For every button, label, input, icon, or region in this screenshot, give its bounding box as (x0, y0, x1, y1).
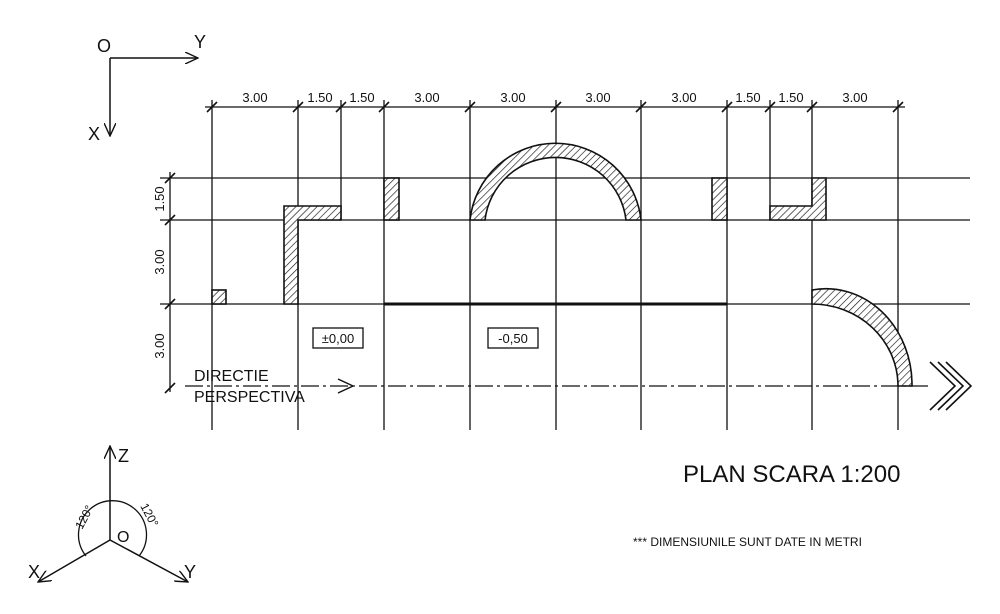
level-marker-b: -0,50 (498, 331, 528, 346)
y3d-axis-label: Y (184, 562, 196, 582)
y-axis-label: Y (194, 32, 206, 52)
dim-h-5: 3.00 (500, 90, 525, 105)
break-symbol-icon (929, 361, 973, 411)
y3d-axis-arrow (109, 539, 188, 582)
level-markers: ±0,00 -0,50 (312, 327, 539, 349)
axes-2d: O Y X (88, 32, 206, 144)
dimension-line-left: 1.50 3.00 3.00 (152, 172, 176, 394)
dim-h-4: 3.00 (414, 90, 439, 105)
wall-elements (211, 142, 913, 387)
x-axis-label: X (88, 124, 100, 144)
angle-arc (77, 500, 148, 557)
plan-title: PLAN SCARA 1:200 (683, 461, 900, 488)
dim-h-2: 1.50 (307, 90, 332, 105)
dim-h-10: 3.00 (842, 90, 867, 105)
wall-u-shape (769, 177, 827, 221)
dim-v-2: 3.00 (152, 249, 167, 274)
horizontal-grid-lines (160, 177, 970, 305)
direction-label-1: DIRECTIE (194, 368, 269, 385)
wall-stub-left (383, 177, 400, 221)
dimension-line-top: 3.00 1.50 1.50 3.00 3.00 3.00 3.00 1.50 … (205, 90, 905, 113)
x3d-axis-label: X (28, 562, 40, 582)
x3d-axis-arrow (38, 539, 111, 582)
origin-label: O (97, 36, 111, 56)
plan-note: *** DIMENSIUNILE SUNT DATE IN METRI (633, 535, 862, 549)
wall-arch (469, 142, 642, 221)
dim-h-7: 3.00 (671, 90, 696, 105)
dim-h-6: 3.00 (585, 90, 610, 105)
dim-v-3: 3.00 (152, 333, 167, 358)
wall-l-shape (283, 205, 342, 305)
direction-arrow-icon (337, 378, 355, 394)
z-axis-label: Z (118, 446, 129, 466)
origin-3d-label: O (117, 529, 129, 546)
dim-h-1: 3.00 (242, 90, 267, 105)
perspective-axis: DIRECTIE PERSPECTIVA (185, 361, 973, 411)
dim-h-8: 1.50 (735, 90, 760, 105)
axes-3d: Z O X Y 120° 120° (28, 446, 196, 582)
level-marker-a: ±0,00 (322, 331, 354, 346)
wall-quarter-curve (811, 287, 913, 387)
wall-stub-right (711, 177, 728, 221)
dim-h-9: 1.50 (778, 90, 803, 105)
dim-v-1: 1.50 (152, 186, 167, 211)
dim-h-3: 1.50 (349, 90, 374, 105)
column-small (211, 289, 227, 305)
direction-label-2: PERSPECTIVA (194, 389, 305, 406)
